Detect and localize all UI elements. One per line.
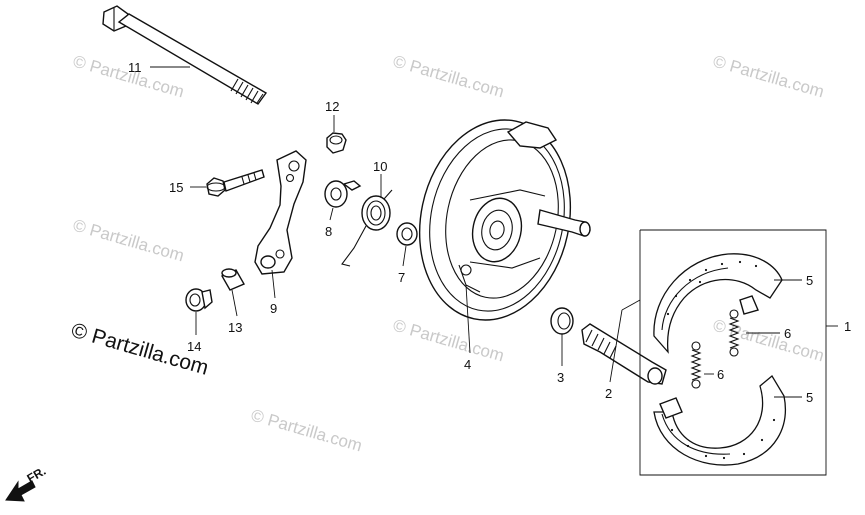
- washer-icon: [550, 307, 574, 335]
- joint-pin-icon: [185, 288, 213, 312]
- watermark: © Partzilla.com: [711, 52, 826, 102]
- assembly-bracket: [639, 229, 838, 476]
- callout-9: 9: [270, 301, 277, 316]
- callout-1: 1: [844, 319, 851, 334]
- watermark: © Partzilla.com: [391, 52, 506, 102]
- callout-5-upper: 5: [806, 273, 813, 288]
- nut-icon: [326, 132, 347, 154]
- brake-panel-icon: [418, 119, 591, 321]
- callout-2: 2: [605, 386, 612, 401]
- watermark: © Partzilla.com: [249, 406, 364, 456]
- callout-5-lower: 5: [806, 390, 813, 405]
- callout-10: 10: [373, 159, 387, 174]
- callout-6-lower: 6: [717, 367, 724, 382]
- callout-13: 13: [228, 320, 242, 335]
- return-spring-icon: [341, 189, 393, 267]
- flange-bolt-icon: [206, 169, 265, 197]
- brake-cam-icon: [581, 323, 667, 385]
- callout-11: 11: [128, 60, 142, 75]
- callout-3: 3: [557, 370, 564, 385]
- callout-7: 7: [398, 270, 405, 285]
- callout-15: 15: [169, 180, 183, 195]
- shoe-spring-icon: [728, 309, 740, 357]
- callout-14: 14: [187, 339, 201, 354]
- watermark: © Partzilla.com: [711, 316, 826, 366]
- long-bolt-icon: [102, 5, 268, 105]
- indicator-plate-icon: [324, 180, 362, 208]
- callout-6-upper: 6: [784, 326, 791, 341]
- seal-icon: [396, 222, 418, 246]
- collar-icon: [221, 268, 245, 291]
- arrow-front-icon: [5, 480, 36, 502]
- leader-lines: [150, 66, 802, 398]
- callout-4: 4: [464, 357, 471, 372]
- front-direction-label: FR.: [25, 464, 49, 486]
- callout-12: 12: [325, 99, 339, 114]
- callout-8: 8: [325, 224, 332, 239]
- shoe-spring-icon: [690, 341, 702, 389]
- watermark: © Partzilla.com: [391, 316, 506, 366]
- watermark: © Partzilla.com: [71, 216, 186, 266]
- brake-shoe-icon: [653, 253, 786, 466]
- brake-arm-icon: [254, 150, 307, 275]
